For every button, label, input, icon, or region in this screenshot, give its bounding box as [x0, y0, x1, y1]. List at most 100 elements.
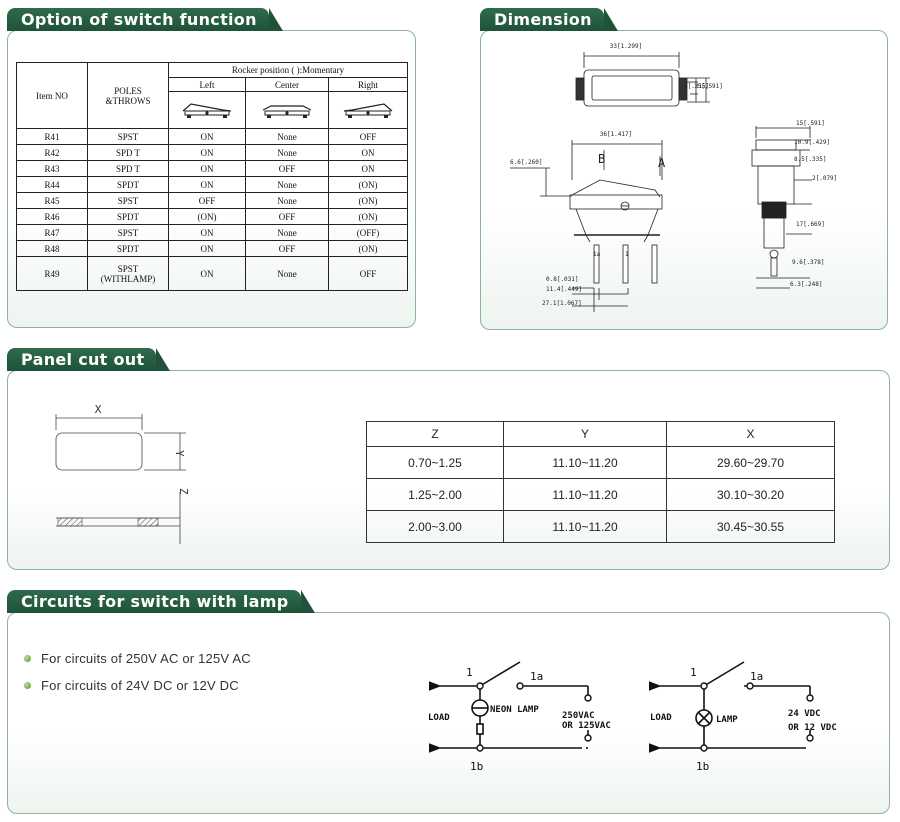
center-cell: None [245, 256, 329, 291]
center-cell: None [245, 176, 329, 193]
dim-top-h1: 8[.315] [684, 83, 709, 90]
left-cell: ON [168, 144, 246, 161]
center-cell: OFF [245, 160, 329, 177]
bullet-item: For circuits of 250V AC or 125V AC [24, 651, 251, 666]
cutout-label-x: X [95, 403, 102, 416]
poles-cell: SPST [87, 192, 169, 209]
dim-side-15: 15[.591] [796, 120, 825, 127]
dim-front-width: 36[1.417] [600, 131, 633, 138]
dim-side-17: 17[.669] [796, 221, 825, 228]
bullet-dot-icon [24, 655, 31, 662]
cutout-cell: 29.60~29.70 [666, 446, 835, 479]
label-a: A [658, 156, 666, 170]
center-cell: None [245, 144, 329, 161]
poles-cell: SPDT [87, 176, 169, 193]
left-cell: ON [168, 240, 246, 257]
throws-label: &THROWS [105, 95, 151, 106]
right-cell: (ON) [328, 176, 408, 193]
poles-cell: SPD T [87, 160, 169, 177]
poles-cell: SPDT [87, 208, 169, 225]
rocker-right-image [328, 91, 408, 129]
dim-side-2: 2[.079] [812, 175, 837, 182]
rocker-position-header: Rocker position ( ):Momentary [168, 62, 408, 78]
right-cell: ON [328, 160, 408, 177]
c1-term-1b: 1b [470, 760, 483, 773]
c2-lamp-label: LAMP [716, 715, 738, 725]
switch-option-table: Item NO POLES &THROWS Rocker position ( … [16, 62, 408, 291]
cutout-header-y: Y [503, 421, 667, 447]
item-cell: R46 [16, 208, 88, 225]
center-cell: None [245, 192, 329, 209]
cutout-cell: 11.10~11.20 [503, 478, 667, 511]
left-cell: ON [168, 176, 246, 193]
cutout-drawing: X Y Z [55, 403, 190, 544]
rocker-center-image [245, 91, 329, 129]
circuits-section-title: Circuits for switch with lamp [7, 590, 314, 613]
dim-top-h2: 15[.591] [694, 83, 723, 90]
dim-114: 11.4[.449] [546, 286, 582, 293]
poles-line-1: SPST [117, 263, 139, 274]
cutout-cell: 0.70~1.25 [366, 446, 504, 479]
cutout-header-x: X [666, 421, 835, 447]
rocker-left-image [168, 91, 246, 129]
dim-side-109: 10.9[.429] [794, 139, 830, 146]
left-cell: (ON) [168, 208, 246, 225]
item-cell: R44 [16, 176, 88, 193]
c2-voltage-2: OR 12 VDC [788, 723, 837, 733]
poles-cell: SPD T [87, 144, 169, 161]
poles-cell: SPST (WITHLAMP) [87, 256, 169, 291]
bullet-item: For circuits of 24V DC or 12V DC [24, 678, 239, 693]
side-view-drawing [751, 126, 812, 289]
bullet-text: For circuits of 250V AC or 125V AC [41, 651, 251, 666]
cutout-cell: 30.45~30.55 [666, 510, 835, 543]
cutout-table: Z Y X 0.70~1.25 11.10~11.20 29.60~29.70 … [366, 421, 835, 543]
cutout-cell: 2.00~3.00 [366, 510, 504, 543]
cutout-cell: 11.10~11.20 [503, 446, 667, 479]
dimension-drawing: 33[1.299] 8[.315] 15[.591] 36[1.417] 6.6… [510, 43, 837, 312]
dim-08: 0.8[.031] [546, 276, 579, 283]
dim-front-offset: 6.6[.260] [510, 159, 543, 166]
position-right-header: Right [328, 77, 408, 92]
center-cell: None [245, 224, 329, 241]
dim-271: 27.1[1.067] [542, 300, 582, 307]
lamp-circuit [648, 661, 811, 753]
center-cell: None [245, 128, 329, 145]
option-section-title: Option of switch function [7, 8, 283, 31]
front-view-drawing [510, 140, 663, 312]
c2-load-label: LOAD [650, 713, 672, 723]
bullet-text: For circuits of 24V DC or 12V DC [41, 678, 239, 693]
terminal-1: 1 [625, 251, 629, 258]
circuit-diagrams: 1 1a 1b LOAD NEON LAMP 250VAC OR 125VAC … [428, 661, 837, 773]
left-cell: ON [168, 256, 246, 291]
left-cell: ON [168, 160, 246, 177]
poles-cell: SPST [87, 128, 169, 145]
position-center-header: Center [245, 77, 329, 92]
left-cell: OFF [168, 192, 246, 209]
dim-side-85: 8.5[.335] [794, 156, 827, 163]
c1-voltage-1: 250VAC [562, 711, 595, 721]
circuits-panel [7, 612, 890, 814]
rocker-left-icon [182, 103, 232, 118]
cutout-header-z: Z [366, 421, 504, 447]
poles-cell: SPST [87, 224, 169, 241]
poles-line-2: (WITHLAMP) [100, 273, 156, 284]
item-cell: R43 [16, 160, 88, 177]
cutout-label-z: Z [177, 488, 190, 495]
item-cell: R45 [16, 192, 88, 209]
dimension-panel [480, 30, 888, 330]
item-cell: R47 [16, 224, 88, 241]
item-cell: R48 [16, 240, 88, 257]
right-cell: ON [328, 144, 408, 161]
right-cell: OFF [328, 256, 408, 291]
neon-lamp-circuit [428, 661, 589, 753]
c2-term-1b: 1b [696, 760, 709, 773]
left-cell: ON [168, 128, 246, 145]
right-cell: OFF [328, 128, 408, 145]
c1-load-label: LOAD [428, 713, 450, 723]
